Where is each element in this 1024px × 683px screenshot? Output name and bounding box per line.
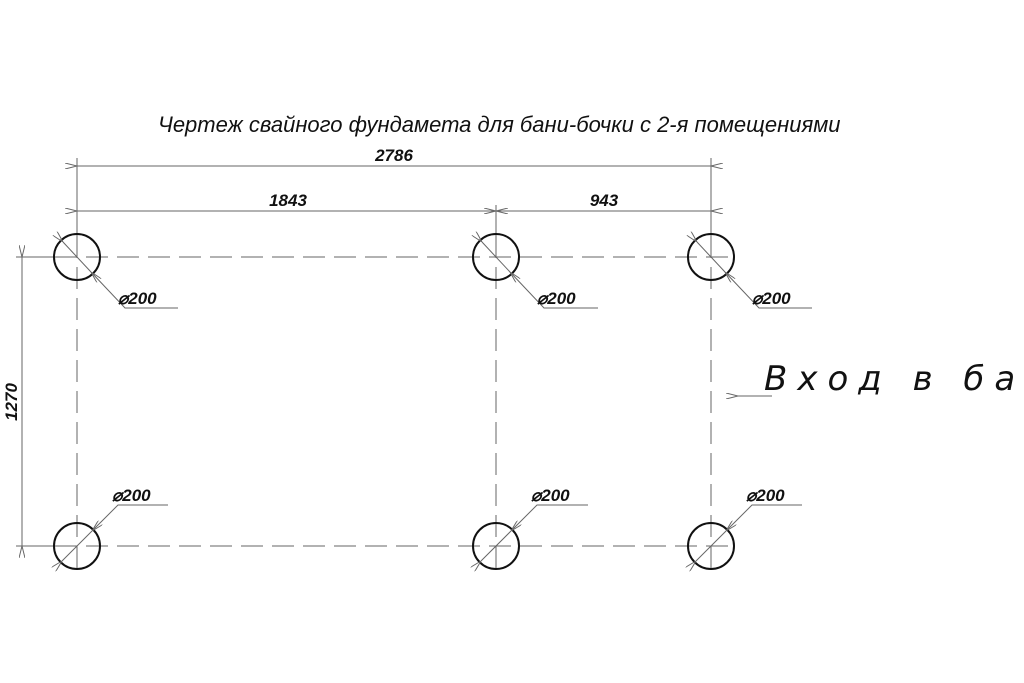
pile-diameter-label: ⌀200 (537, 289, 576, 308)
dimension-width: 1270 (2, 383, 21, 421)
pile-diameter-label: ⌀200 (752, 289, 791, 308)
entrance-label: Вход в баню (764, 359, 1024, 399)
drawing-title: Чертеж свайного фундамета для бани-бочки… (158, 112, 841, 137)
pile-top-left: ⌀200 (54, 234, 178, 309)
pile-diameter-label: ⌀200 (118, 289, 157, 308)
dimension-right-span: 943 (590, 191, 619, 210)
pile-diameter-label: ⌀200 (531, 486, 570, 505)
dimension-overall-length: 2786 (374, 146, 413, 165)
pile-bottom-left: ⌀200 (54, 486, 168, 569)
pile-top-right: ⌀200 (688, 234, 812, 309)
pile-top-middle: ⌀200 (473, 234, 598, 309)
pile-diameter-label: ⌀200 (746, 486, 785, 505)
pile-diameter-label: ⌀200 (112, 486, 151, 505)
pile-bottom-right: ⌀200 (688, 486, 802, 569)
dimension-left-span: 1843 (269, 191, 307, 210)
pile-bottom-middle: ⌀200 (473, 486, 588, 569)
